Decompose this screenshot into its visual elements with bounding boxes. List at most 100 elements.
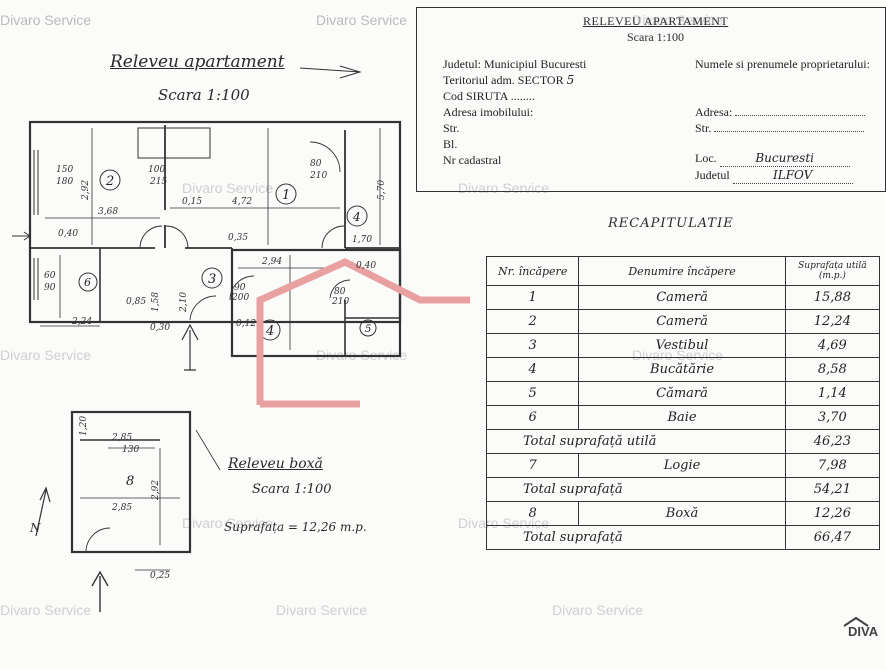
county-field: Judetul: Municipiul Bucuresti	[443, 57, 587, 71]
watermark: Divaro Service	[0, 12, 92, 28]
street-field: Str.	[443, 121, 460, 135]
row-name: Vestibul	[578, 333, 786, 358]
dimension-label: 210	[309, 171, 327, 181]
dimension-label: 2,92	[151, 480, 161, 501]
dimension-label: 150	[56, 165, 73, 175]
watermark: Divaro Service	[276, 602, 368, 618]
header-title: RELEVEU APARTAMENT	[583, 14, 729, 28]
dimension-label: 2,85	[111, 433, 132, 443]
row-area: 8,58	[784, 357, 881, 382]
row-nr: 7	[485, 453, 580, 478]
row-area: 4,69	[784, 333, 881, 358]
dimension-label: 180	[56, 177, 73, 187]
dimension-label: 200	[231, 293, 249, 303]
row-area: 15,88	[784, 285, 881, 310]
dimension-label: 0,12	[236, 319, 256, 329]
col-area-header: Suprafața utilă (m.p.)	[784, 256, 881, 286]
grand-total-value: 66,47	[784, 525, 881, 550]
row-name: Cameră	[578, 285, 786, 310]
dimension-label: 2,24	[71, 317, 92, 327]
row-nr: 4	[485, 357, 580, 382]
box-scale: Scara 1:100	[252, 482, 332, 497]
row-area: 1,14	[784, 381, 881, 406]
divaro-logo: DIVA	[842, 616, 886, 640]
owner-street-field: Str.	[695, 120, 865, 136]
table-row: 3 Vestibul 4,69	[485, 333, 881, 358]
total-value: 54,21	[784, 477, 881, 502]
watermark: Divaro Service	[632, 12, 724, 28]
row-nr: 2	[485, 309, 580, 334]
locality-field: Loc. Bucuresti	[695, 150, 865, 167]
room-number: 1	[282, 188, 290, 203]
box-title: Releveu boxă	[228, 456, 323, 472]
block-field: Bl.	[443, 137, 458, 151]
dimension-label: 90	[44, 283, 56, 293]
plan-scale: Scara 1:100	[158, 86, 250, 104]
dimension-label: 0,25	[150, 571, 170, 581]
dimension-label: 2,85	[111, 503, 132, 513]
row-nr: 1	[485, 285, 580, 310]
dimension-label: 210	[331, 297, 349, 307]
row-name: Cameră	[578, 309, 786, 334]
header-box: RELEVEU APARTAMENT Scara 1:100 Judetul: …	[416, 7, 886, 192]
col-nr-header: Nr. încăpere	[485, 256, 580, 286]
row-name: Baie	[578, 405, 786, 430]
grand-total-row: Total suprafață 66,47	[486, 525, 881, 550]
watermark: Divaro Service	[458, 180, 550, 196]
dimension-label: 1,20	[79, 416, 89, 436]
logo-text: DIVA	[848, 624, 879, 639]
row-nr: 6	[485, 405, 580, 430]
header-scale: Scara 1:100	[627, 30, 684, 44]
dimension-label: 90	[234, 283, 246, 293]
room-number: 4	[265, 324, 274, 339]
room-number: 4	[352, 210, 361, 224]
room-number: 6	[84, 276, 91, 289]
dimension-label: 4,72	[231, 197, 252, 207]
dimension-label: 5,70	[377, 180, 387, 200]
dimension-label: 2,10	[179, 292, 189, 313]
table-row: 4 Bucătărie 8,58	[485, 357, 881, 382]
row-nr: 5	[485, 381, 580, 406]
room-number: 8	[126, 474, 134, 489]
address-field: Adresa imobilului:	[443, 105, 534, 119]
room-number: 5	[365, 324, 371, 335]
watermark: Divaro Service	[182, 515, 274, 531]
dimension-label: 80	[334, 287, 346, 297]
plan-title: Releveu apartament	[110, 52, 285, 72]
row-area: 12,26	[784, 501, 881, 526]
table-row: 1 Cameră 15,88	[485, 285, 881, 310]
dimension-label: 0,35	[228, 233, 248, 243]
row-name: Boxă	[578, 501, 786, 526]
dimension-label: 3,68	[98, 207, 118, 217]
dimension-label: 0,30	[150, 323, 170, 333]
table-row: 7 Logie 7,98	[485, 453, 881, 478]
owner-label: Numele si prenumele proprietarului:	[695, 57, 870, 71]
total-label: Total suprafață	[486, 477, 786, 502]
house-icon	[843, 616, 869, 627]
row-name: Logie	[578, 453, 786, 478]
dimension-label: 130	[122, 445, 139, 455]
total-useful-value: 46,23	[784, 429, 881, 454]
dimension-label: 0,40	[356, 261, 376, 271]
table-row: 6 Baie 3,70	[485, 405, 881, 430]
total-useful-row: Total suprafață utilă 46,23	[486, 429, 881, 454]
dimension-label: 2,94	[261, 257, 282, 267]
room-number: 3	[208, 272, 216, 287]
watermark: Divaro Service	[552, 602, 644, 618]
table-row: 5 Cămară 1,14	[485, 381, 881, 406]
row-nr: 8	[485, 501, 580, 526]
grand-total-label: Total suprafață	[486, 525, 786, 550]
dimension-label: 100	[148, 165, 165, 175]
north-label: N	[29, 521, 41, 535]
total-useful-label: Total suprafață utilă	[486, 429, 786, 454]
row-area: 12,24	[784, 309, 881, 334]
dimension-label: 60	[44, 271, 56, 281]
dimension-label: 80	[310, 159, 322, 169]
col-name-header: Denumire încăpere	[578, 256, 786, 286]
property-fields: Judetul: Municipiul Bucuresti Teritoriul…	[443, 56, 586, 168]
owner-fields: Adresa: Str. Loc. Bucuresti Judetul ILFO…	[695, 104, 866, 184]
watermark: Divaro Service	[0, 602, 92, 618]
recap-title: RECAPITULATIE	[608, 216, 734, 231]
row-nr: 3	[485, 333, 580, 358]
